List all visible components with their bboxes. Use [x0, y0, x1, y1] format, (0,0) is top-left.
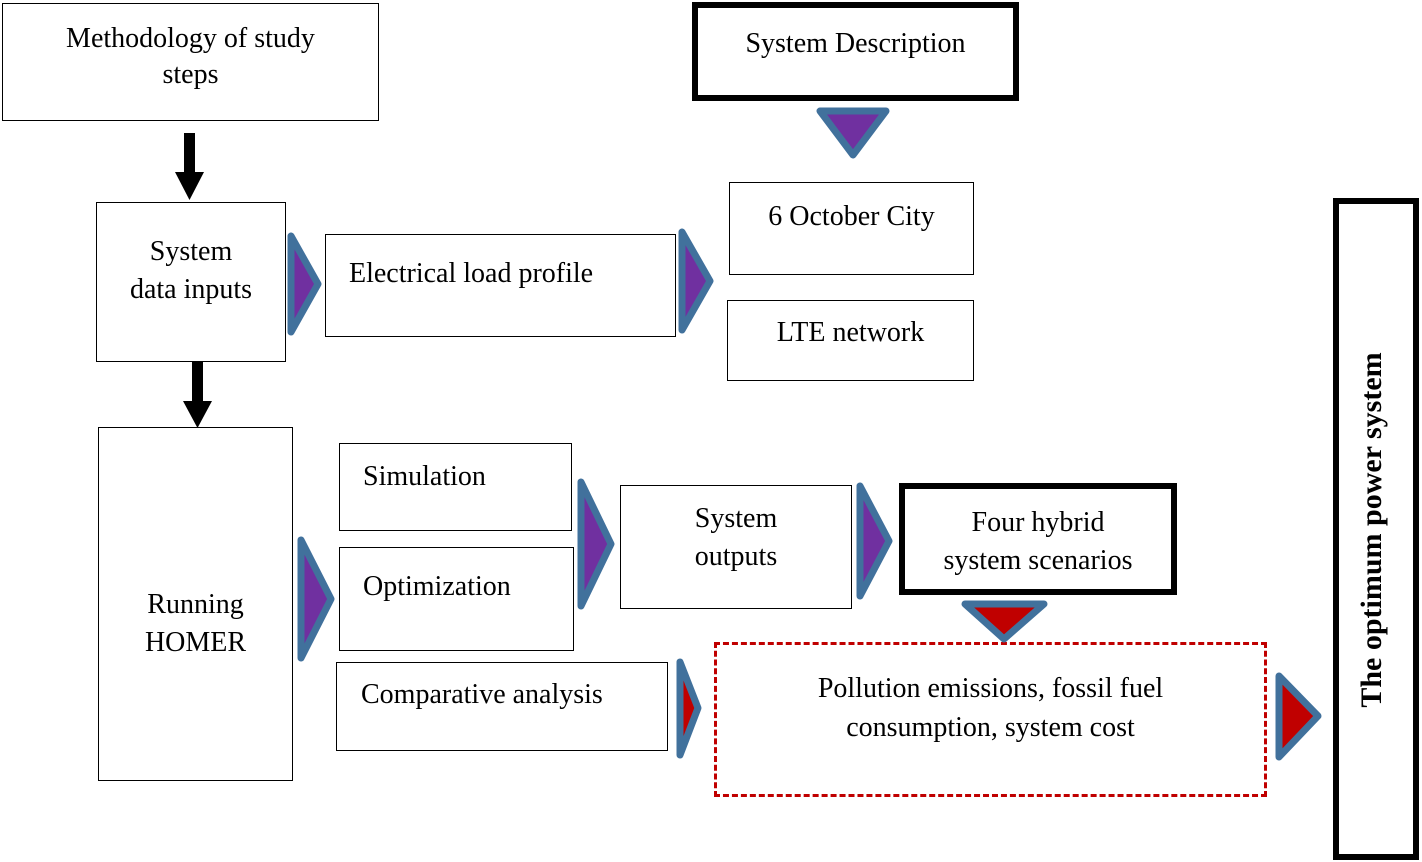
- red-right-arrow-2: [1275, 672, 1322, 761]
- down-arrow-1: [175, 133, 204, 200]
- purple-right-arrow-3: [297, 536, 335, 662]
- red-right-arrow-1: [676, 658, 702, 759]
- system-inputs-line2: data inputs: [129, 274, 253, 305]
- purple-right-arrow-4: [577, 478, 615, 610]
- lte-box: LTE network: [727, 300, 974, 381]
- purple-right-arrow-5: [856, 482, 893, 600]
- methodology-box: Methodology of study steps: [2, 3, 379, 121]
- optimum-label: The optimum power system: [1355, 352, 1388, 708]
- methodology-line1: Methodology of study: [66, 23, 315, 54]
- down-arrow-2: [183, 362, 212, 428]
- pollution-line1: Pollution emissions, fossil fuel: [817, 673, 1164, 704]
- simulation-box: Simulation: [339, 443, 572, 531]
- purple-right-arrow-1: [287, 232, 322, 336]
- purple-down-arrow: [816, 107, 890, 159]
- purple-right-arrow-2: [678, 228, 714, 334]
- optimization-box: Optimization: [339, 547, 574, 651]
- pollution-box: Pollution emissions, fossil fuel consump…: [714, 642, 1267, 797]
- outputs-line2: outputs: [694, 541, 778, 572]
- methodology-line2: steps: [162, 59, 219, 90]
- scenarios-line1: Four hybrid: [971, 507, 1105, 538]
- red-down-arrow: [961, 600, 1048, 643]
- running-line1: Running: [147, 589, 244, 620]
- simulation-label: Simulation: [363, 461, 486, 492]
- running-homer-box: Running HOMER: [98, 427, 293, 781]
- system-inputs-line1: System: [149, 236, 233, 267]
- comparative-label: Comparative analysis: [361, 679, 603, 710]
- city-label: 6 October City: [768, 201, 935, 232]
- optimization-label: Optimization: [363, 571, 511, 602]
- electrical-load-box: Electrical load profile: [325, 234, 676, 337]
- system-description-label: System Description: [745, 28, 966, 59]
- outputs-line1: System: [694, 503, 778, 534]
- scenarios-box: Four hybrid system scenarios: [899, 483, 1177, 595]
- system-description-box: System Description: [692, 2, 1019, 101]
- scenarios-line2: system scenarios: [943, 545, 1133, 576]
- pollution-line2: consumption, system cost: [846, 712, 1135, 743]
- lte-label: LTE network: [776, 317, 925, 348]
- optimum-box: [1333, 198, 1419, 860]
- system-inputs-box: System data inputs: [96, 202, 286, 362]
- running-line2: HOMER: [144, 627, 247, 658]
- city-box: 6 October City: [729, 182, 974, 275]
- comparative-box: Comparative analysis: [336, 662, 668, 751]
- system-outputs-box: System outputs: [620, 485, 852, 609]
- electrical-load-label: Electrical load profile: [349, 258, 594, 289]
